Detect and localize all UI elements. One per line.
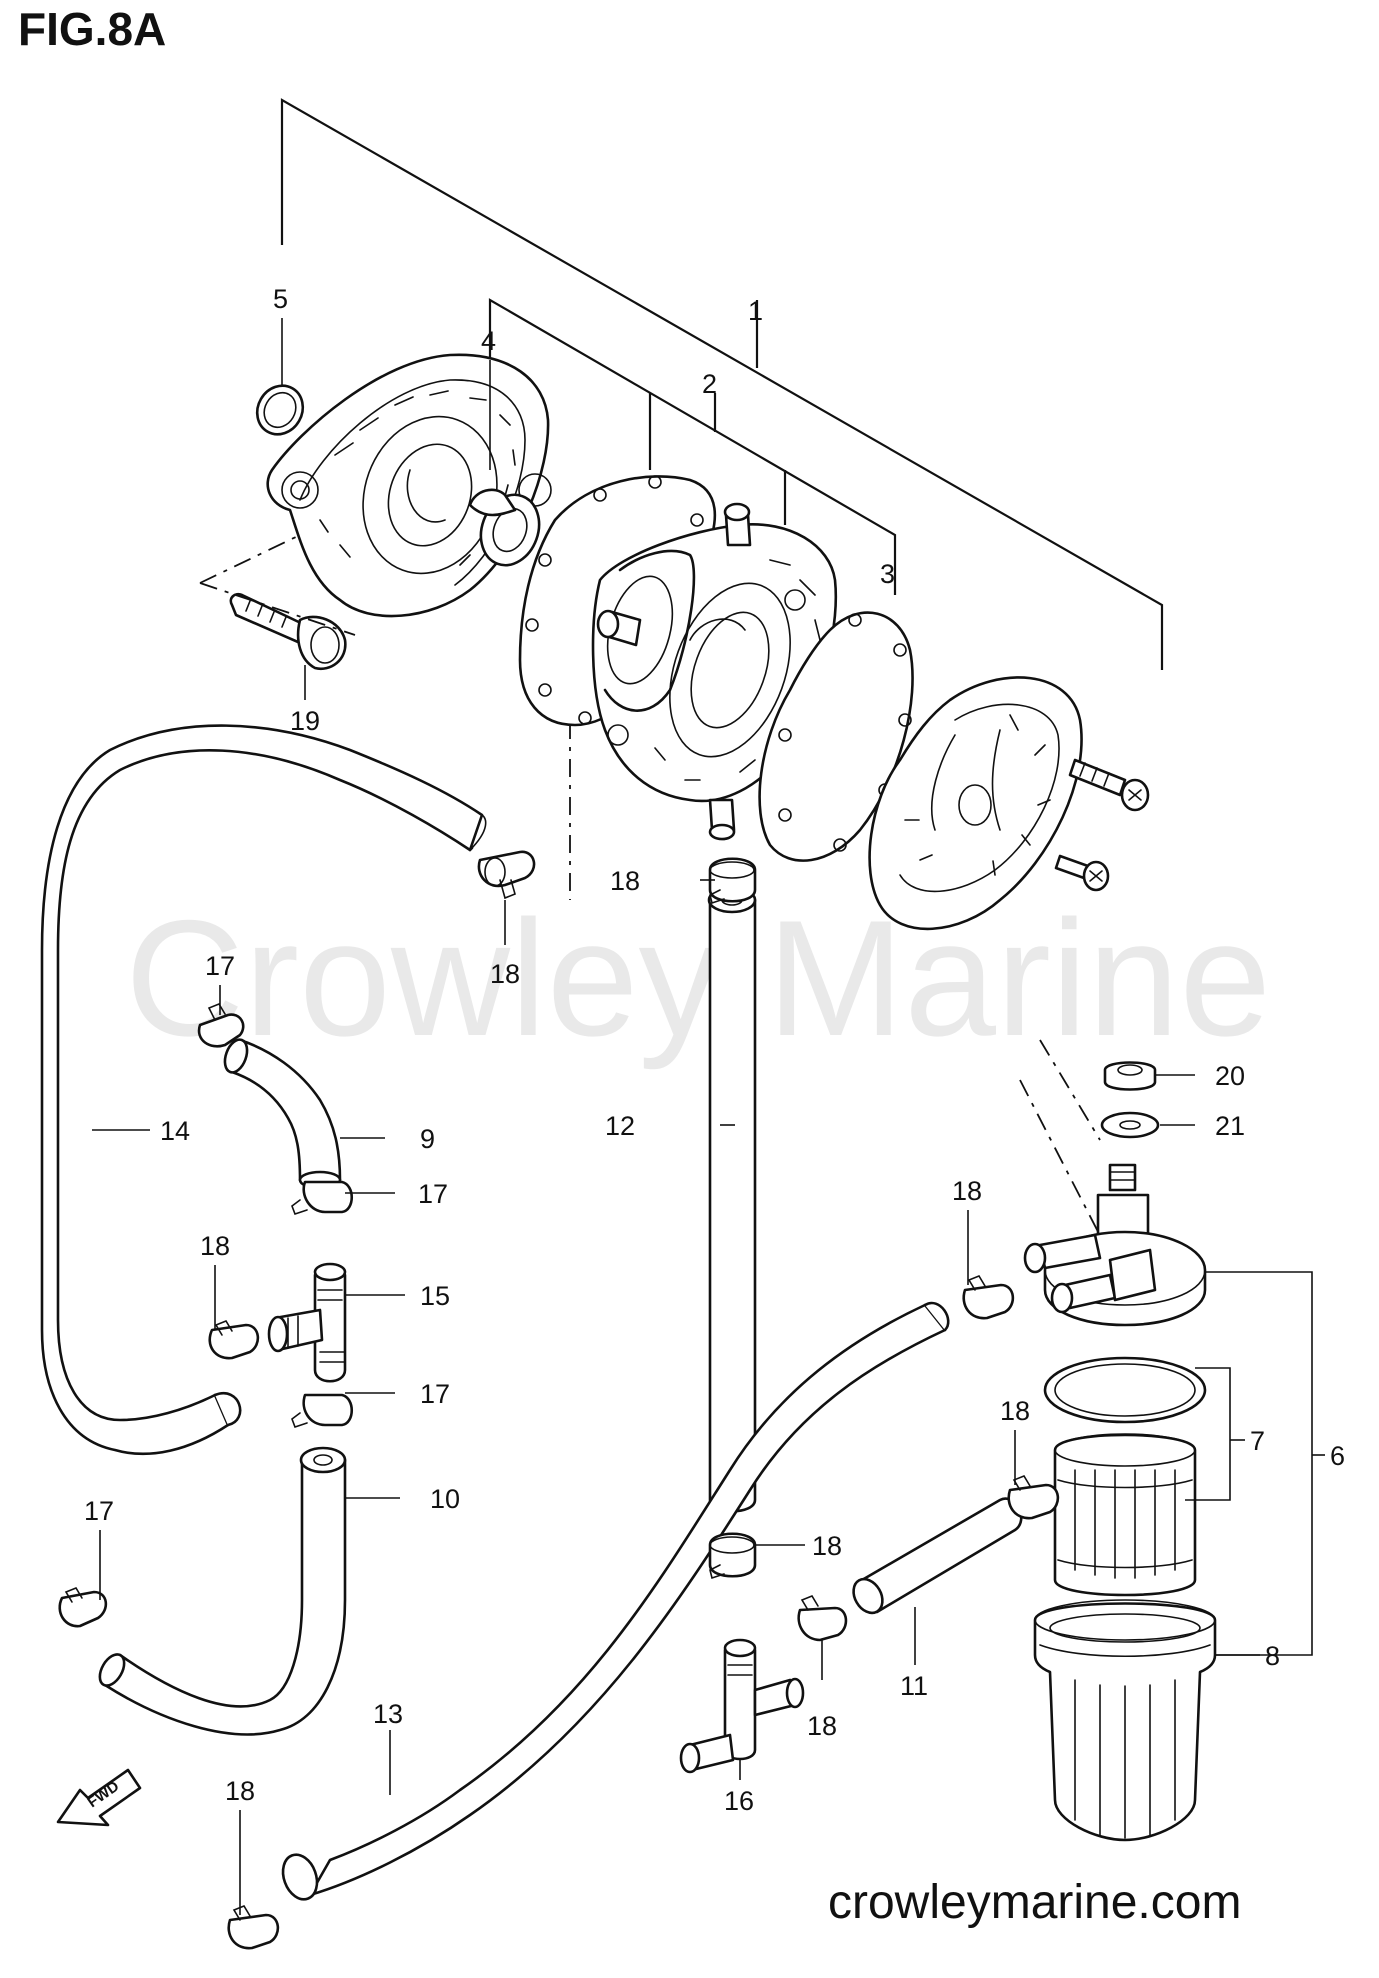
callout-10: 10	[430, 1484, 460, 1514]
callout-17-left: 17	[84, 1496, 114, 1526]
callout-18-tee: 18	[200, 1231, 230, 1261]
hose-10-part	[98, 1446, 347, 1736]
l-fitting-16-part	[679, 1638, 805, 1774]
diaphragm-part	[758, 611, 914, 862]
callout-18-filter-mid: 18	[1000, 1396, 1030, 1426]
callout-3: 3	[880, 559, 895, 589]
hose-11-part	[852, 1497, 1023, 1615]
hose-13-part	[281, 1301, 950, 1901]
callout-15: 15	[420, 1281, 450, 1311]
callout-5: 5	[273, 284, 288, 314]
callout-21: 21	[1215, 1111, 1245, 1141]
screw-part	[1054, 758, 1150, 892]
callout-13: 13	[373, 1699, 403, 1729]
hose-14-part	[40, 724, 487, 1456]
callout-8: 8	[1265, 1641, 1280, 1671]
fuel-filter-part	[1023, 1163, 1217, 1842]
figure-title: FIG.8A	[18, 3, 166, 55]
callout-18-filter-top: 18	[952, 1176, 982, 1206]
callout-17-low: 17	[420, 1379, 450, 1409]
leader-lines	[92, 318, 1325, 1915]
callout-1: 1	[748, 296, 763, 326]
callout-12: 12	[605, 1111, 635, 1141]
callout-18-bottom: 18	[225, 1776, 255, 1806]
callout-16: 16	[724, 1786, 754, 1816]
hose-12-part	[707, 886, 757, 1513]
callout-20: 20	[1215, 1061, 1245, 1091]
callout-18-hose: 18	[490, 959, 520, 989]
assembly-bracket-1	[280, 98, 1164, 670]
pump-cover-part	[266, 353, 552, 618]
callout-11: 11	[900, 1671, 928, 1701]
callout-17-mid: 17	[418, 1179, 448, 1209]
callout-4: 4	[481, 326, 496, 356]
website-label: crowleymarine.com	[828, 1876, 1241, 1929]
clamp-part	[58, 850, 1060, 1950]
t-fitting-15-part	[267, 1262, 347, 1383]
callout-19: 19	[290, 706, 320, 736]
callout-7: 7	[1250, 1426, 1265, 1456]
watermark: Crowley Marine	[125, 886, 1271, 1070]
callout-17-top: 17	[205, 951, 235, 981]
callout-18-elbow: 18	[807, 1711, 837, 1741]
callout-14: 14	[160, 1116, 190, 1146]
assembly-bracket-2	[488, 298, 897, 595]
back-cover-part	[868, 676, 1083, 931]
nut-part	[1103, 1061, 1157, 1091]
callout-6: 6	[1330, 1441, 1345, 1471]
washer-part	[1100, 1111, 1160, 1139]
callout-labels: 1 2 3 4 5 6 7 8 9 10 11 12 13 14 15 16 1…	[84, 284, 1345, 1816]
callout-9: 9	[420, 1124, 435, 1154]
callout-2: 2	[702, 369, 717, 399]
fwd-arrow-icon: FWD	[56, 1768, 142, 1827]
callout-18-pump: 18	[610, 866, 640, 896]
o-ring-part	[255, 384, 305, 436]
callout-18-lower: 18	[812, 1531, 842, 1561]
bolt-part	[229, 592, 347, 671]
valve-part	[468, 488, 541, 567]
